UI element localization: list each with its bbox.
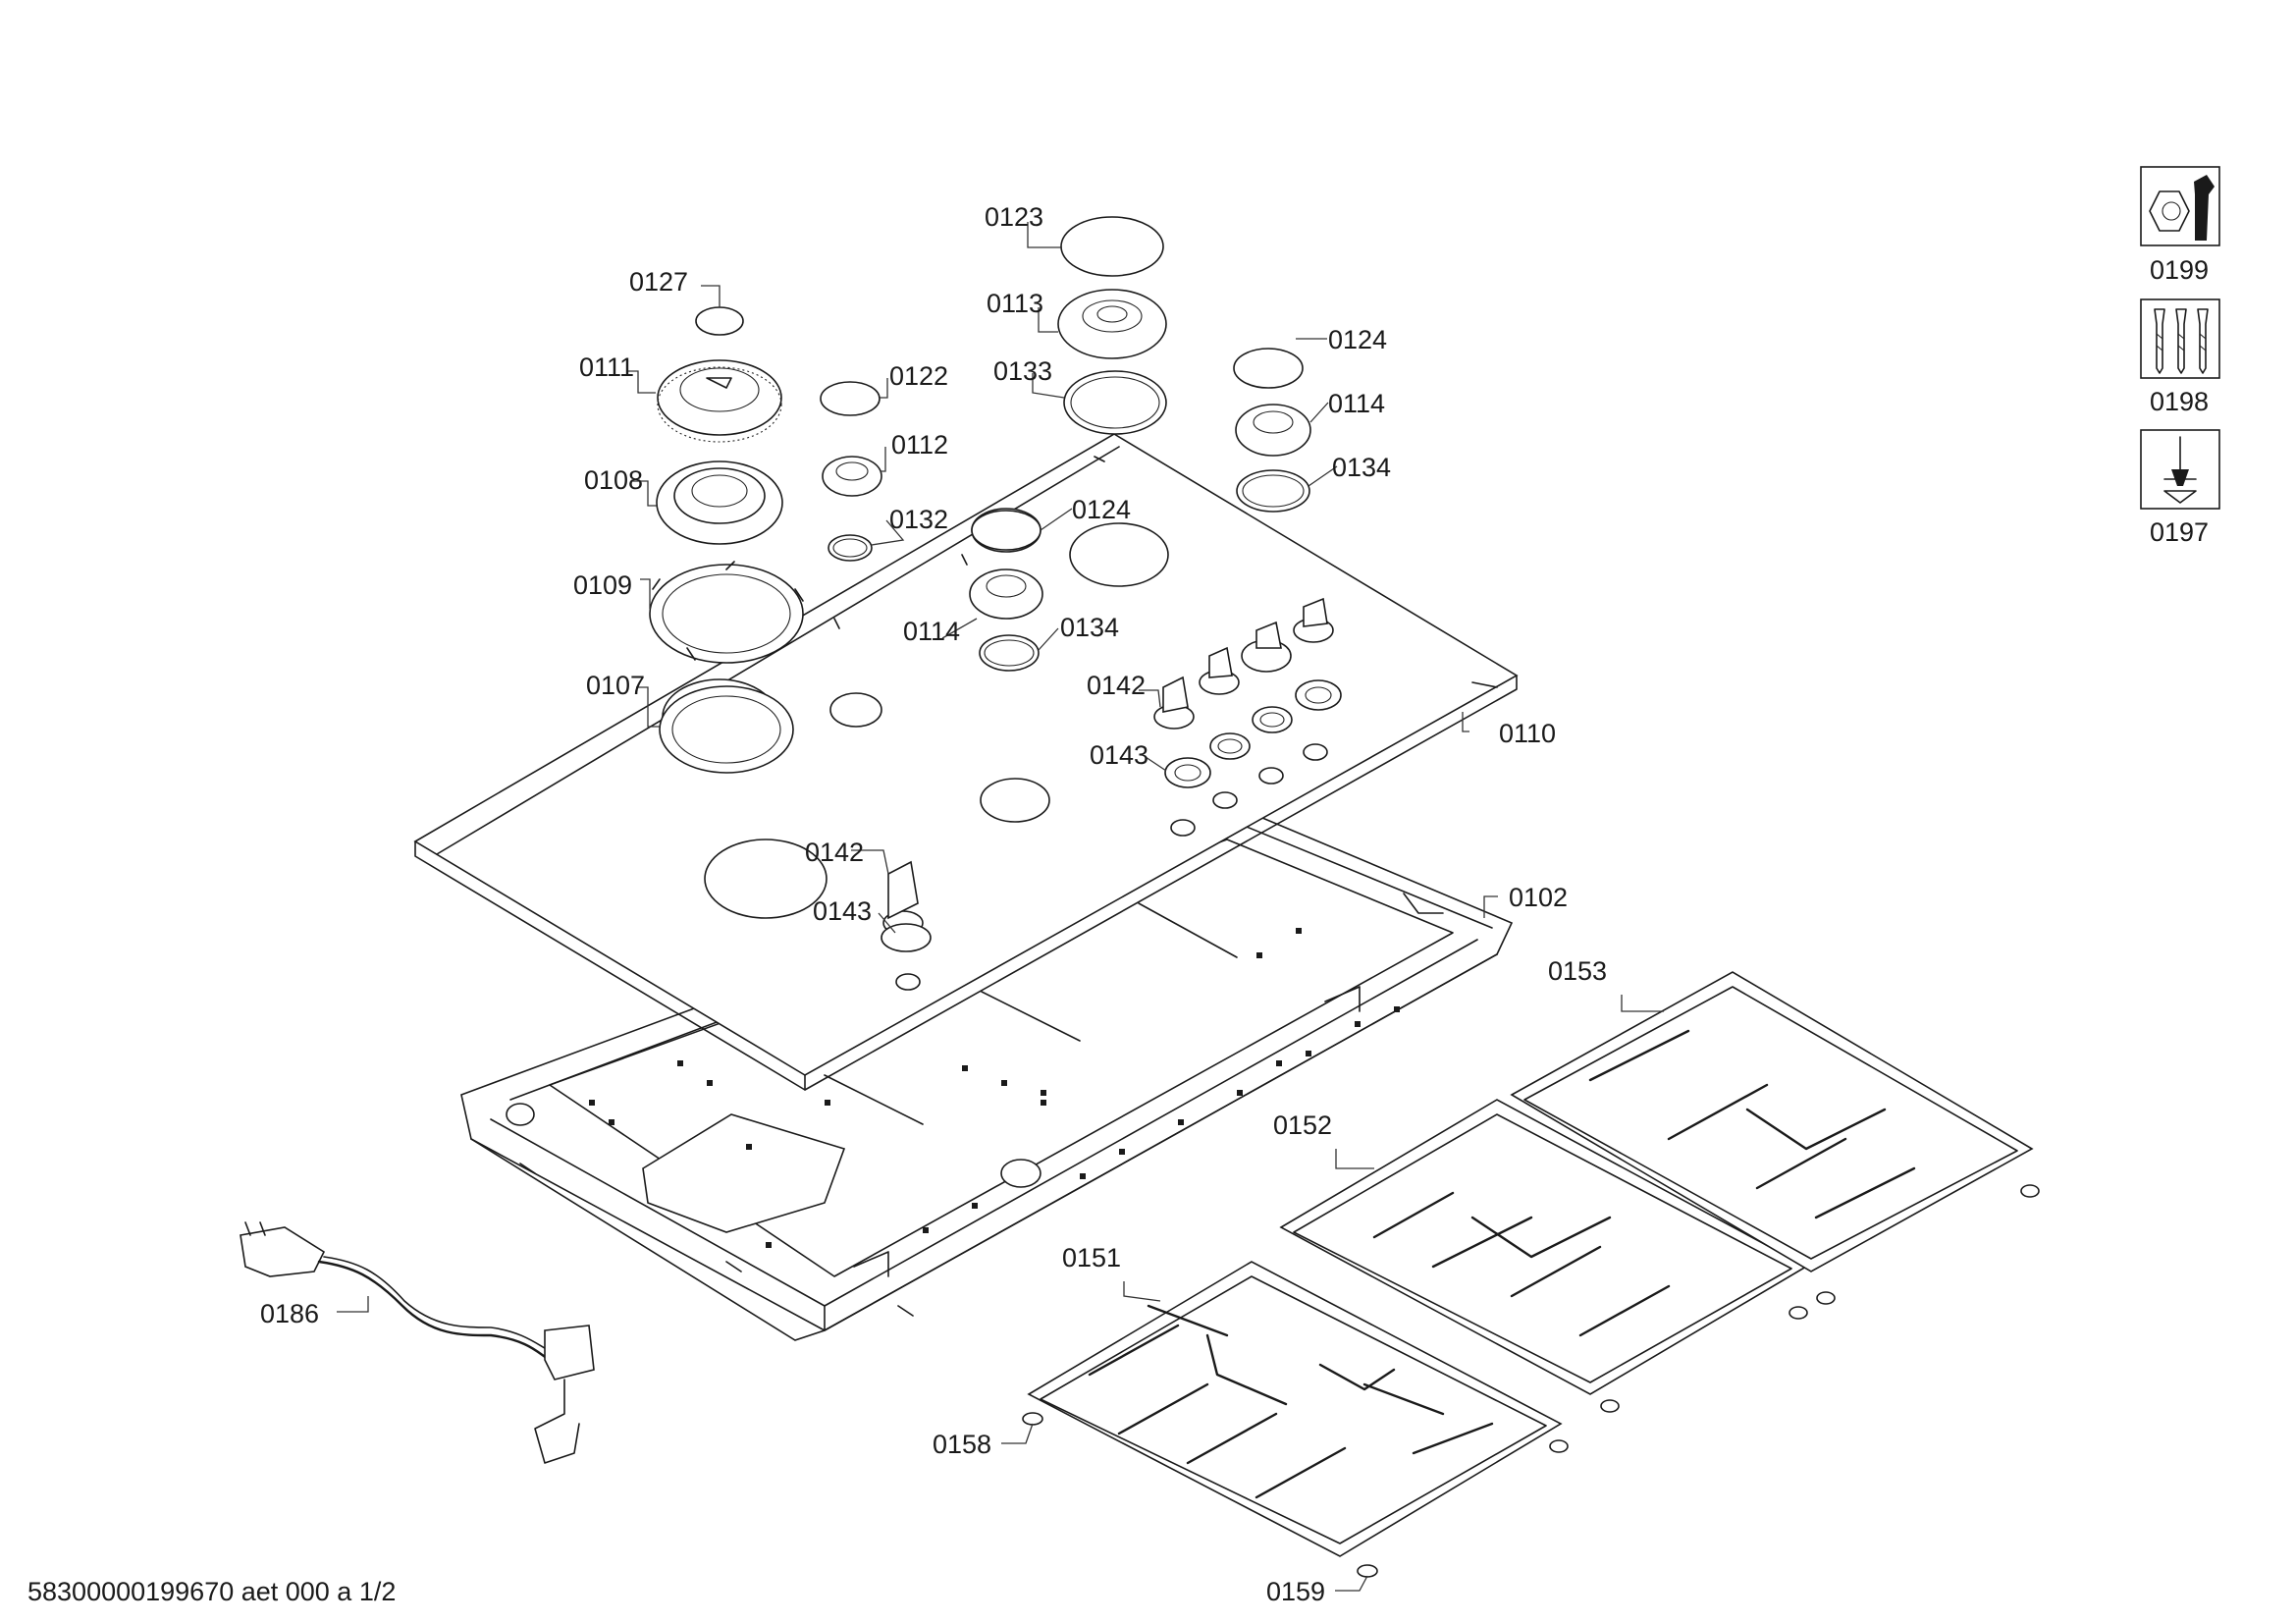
label-0123: 0123: [985, 202, 1043, 232]
burner-stack-large: [1057, 216, 1167, 435]
tool-code-0198: 0198: [2150, 387, 2209, 416]
pan-support-0152: [1279, 1099, 1808, 1395]
label-0114-a: 0114: [1328, 389, 1385, 418]
label-0158: 0158: [933, 1430, 991, 1459]
burner-stack-mid: [969, 510, 1043, 672]
power-cord: [240, 1221, 595, 1464]
tool-code-0199: 0199: [2150, 255, 2209, 285]
label-0112: 0112: [891, 430, 948, 460]
screwdriver-icon: [2140, 429, 2220, 510]
label-0143-a: 0143: [1090, 740, 1148, 770]
label-0134-b: 0134: [1060, 613, 1119, 642]
label-0102: 0102: [1509, 883, 1568, 912]
leader-lines: [337, 222, 1664, 1592]
label-0124-a: 0124: [1328, 325, 1387, 354]
label-0159: 0159: [1266, 1577, 1325, 1606]
label-0109: 0109: [573, 570, 632, 600]
label-0110: 0110: [1499, 719, 1556, 748]
label-0151: 0151: [1062, 1243, 1121, 1272]
rubber-feet: [1022, 1184, 2040, 1578]
wrench-nut-icon: [2140, 166, 2220, 246]
base-tray: [460, 806, 1514, 1341]
label-0113: 0113: [987, 289, 1043, 318]
label-0107: 0107: [586, 671, 645, 700]
label-0152: 0152: [1273, 1110, 1332, 1140]
burner-stack-small: [820, 381, 882, 562]
burner-stack-left: [649, 306, 804, 774]
pan-support-0151: [1027, 1261, 1563, 1557]
tool-icons: 0199 0198 0197: [2140, 166, 2220, 547]
control-knobs: [881, 597, 1342, 952]
label-0127: 0127: [629, 267, 688, 297]
part-labels: 0123 0127 0113 0124 0111 0122 0133 0114 …: [260, 202, 1607, 1606]
label-0142-a: 0142: [1087, 671, 1146, 700]
label-0153: 0153: [1548, 956, 1607, 986]
label-0134-a: 0134: [1332, 453, 1391, 482]
label-0133: 0133: [993, 356, 1052, 386]
pan-support-0153: [1510, 971, 2034, 1272]
label-0142-b: 0142: [805, 838, 864, 867]
burner-stack-right: [1233, 348, 1311, 513]
label-0124-b: 0124: [1072, 495, 1131, 524]
label-0108: 0108: [584, 465, 643, 495]
label-0186: 0186: [260, 1299, 319, 1328]
label-0122: 0122: [889, 361, 948, 391]
label-0114-b: 0114: [903, 617, 960, 646]
screws-icon: [2140, 298, 2220, 379]
document-footer: 58300000199670 aet 000 a 1/2: [27, 1577, 396, 1606]
tool-code-0197: 0197: [2150, 517, 2209, 547]
label-0111: 0111: [579, 352, 634, 382]
label-0132: 0132: [889, 505, 948, 534]
label-0143-b: 0143: [813, 896, 872, 926]
